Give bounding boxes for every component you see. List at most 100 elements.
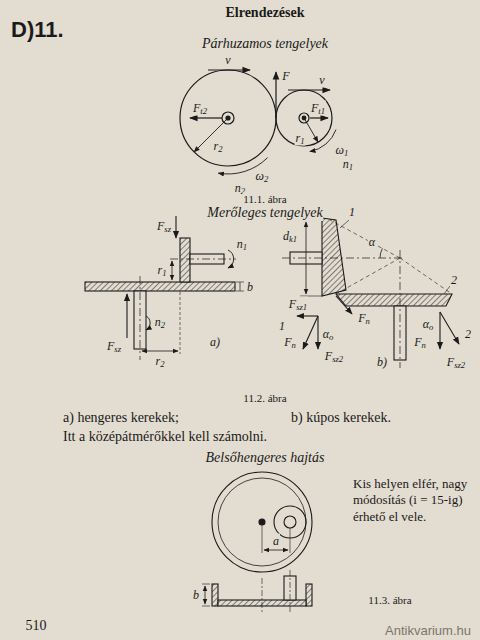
perpendicular-bevel-gears-stroke xyxy=(400,250,401,368)
parallel-gear-pair-stroke xyxy=(276,90,332,146)
symbol-label: r2 xyxy=(213,139,224,154)
symbol-label: n2 xyxy=(154,315,166,330)
figure-number: D)11. xyxy=(10,17,65,43)
internal-gear-drive-stroke xyxy=(262,570,290,612)
perpendicular-cylindrical-gears-stroke xyxy=(175,216,176,238)
figure-caption: 11.1. ábra xyxy=(242,193,287,205)
parallel-gear-pair-stroke xyxy=(304,118,318,142)
symbol-label: 1 xyxy=(278,319,286,334)
perpendicular-cylindrical-gears-stroke xyxy=(126,294,127,338)
parallel-gear-pair-stroke xyxy=(208,69,250,70)
symbol-label: Fn xyxy=(413,335,427,350)
symbol-label: Ft2 xyxy=(192,101,208,116)
symbol-label: Ft1 xyxy=(310,101,326,116)
perpendicular-bevel-gears-stroke xyxy=(306,222,307,294)
internal-gear-drive-stroke xyxy=(306,584,312,606)
figure-caption: 11.3. ábra xyxy=(367,594,412,606)
perpendicular-bevel-gears-stroke xyxy=(380,249,382,259)
body-text: a) hengeres kerekek; xyxy=(62,410,180,426)
symbol-label: Fsz xyxy=(106,339,122,354)
parallel-gear-pair-stroke xyxy=(275,72,276,118)
symbol-label: b) xyxy=(376,355,388,370)
perpendicular-bevel-gears-stroke xyxy=(322,218,346,296)
internal-gear-drive-stroke xyxy=(262,525,290,553)
section-heading: Belsőhengeres hajtás xyxy=(205,450,326,466)
symbol-label: Fn xyxy=(357,311,371,326)
parallel-gear-pair-stroke xyxy=(180,70,276,166)
symbol-label: Fn xyxy=(283,335,297,350)
section-heading: Párhuzamos tengelyek xyxy=(201,36,329,52)
symbol-label: ω1 xyxy=(335,143,350,158)
symbol-label: αo xyxy=(422,317,435,332)
internal-gear-drive-stroke xyxy=(264,550,288,551)
symbol-label: ω2 xyxy=(255,169,270,184)
internal-gear-drive-stroke xyxy=(259,519,265,525)
perpendicular-bevel-gears-stroke xyxy=(297,315,318,316)
perpendicular-cylindrical-gears-stroke xyxy=(146,316,150,330)
parallel-gear-pair xyxy=(180,70,336,174)
parallel-gear-pair-stroke xyxy=(288,89,330,90)
symbol-label: n1 xyxy=(342,157,354,172)
symbol-label: r1 xyxy=(157,263,168,278)
perpendicular-bevel-gears-stroke xyxy=(300,220,322,296)
internal-gear-drive-stroke xyxy=(205,586,206,604)
symbol-label: b xyxy=(192,588,200,603)
symbol-label: 2 xyxy=(450,273,458,288)
perpendicular-bevel-gears-stroke xyxy=(439,312,440,349)
symbol-label: dk1 xyxy=(282,229,298,244)
perpendicular-cylindrical-gears-stroke xyxy=(236,282,244,291)
symbol-label: v xyxy=(224,53,231,68)
perpendicular-cylindrical-gears-stroke xyxy=(172,261,173,280)
parallel-gear-pair-stroke xyxy=(190,117,222,118)
symbol-label: r2 xyxy=(155,354,166,369)
symbol-label: r1 xyxy=(295,131,306,146)
perpendicular-bevel-gears-stroke xyxy=(282,258,405,259)
body-text: b) kúpos kerekek. xyxy=(290,410,392,426)
symbol-label: Fsz2 xyxy=(324,349,344,364)
parallel-gear-pair-stroke xyxy=(310,117,328,118)
page-title: Elrendezések xyxy=(224,5,305,21)
internal-gear-drive-stroke xyxy=(202,584,210,606)
symbol-label: a xyxy=(272,534,280,549)
perpendicular-cylindrical-gears xyxy=(85,216,244,360)
perpendicular-cylindrical-gears-stroke xyxy=(85,282,235,291)
symbol-label: α xyxy=(368,235,376,250)
internal-gear-drive-stroke xyxy=(284,516,296,528)
internal-gear-drive-stroke xyxy=(212,584,218,606)
symbol-label: αo xyxy=(322,327,335,342)
body-text: 510 xyxy=(25,618,48,634)
internal-gear-drive-stroke xyxy=(218,478,306,566)
body-text: Itt a középátmérőkkel kell számolni. xyxy=(62,429,268,445)
perpendicular-cylindrical-gears-stroke xyxy=(140,276,141,360)
perpendicular-bevel-gears-stroke xyxy=(340,220,349,228)
perpendicular-cylindrical-gears-stroke xyxy=(180,238,190,282)
perpendicular-cylindrical-gears-stroke xyxy=(240,282,241,291)
perpendicular-bevel-gears xyxy=(282,218,459,368)
internal-gear-drive xyxy=(202,472,312,612)
perpendicular-bevel-gears-stroke xyxy=(336,296,352,314)
symbol-label: v xyxy=(318,73,325,88)
perpendicular-bevel-gears-stroke xyxy=(303,316,318,349)
internal-gear-drive-stroke xyxy=(212,472,312,572)
symbol-label: b xyxy=(246,280,254,295)
parallel-gear-pair-stroke xyxy=(310,130,336,152)
symbol-label: Fsz xyxy=(156,219,172,234)
section-heading: Merőleges tengelyek xyxy=(206,205,323,221)
perpendicular-cylindrical-gears-stroke xyxy=(228,250,234,268)
symbol-label: F xyxy=(281,69,290,84)
perpendicular-bevel-gears-stroke xyxy=(440,312,459,344)
symbol-label: 1 xyxy=(348,205,356,220)
symbol-label: n1 xyxy=(236,237,248,252)
perpendicular-cylindrical-gears-stroke xyxy=(142,351,178,352)
symbol-label: Fsz2 xyxy=(446,355,466,370)
perpendicular-bevel-gears-stroke xyxy=(317,316,318,349)
perpendicular-bevel-gears-stroke xyxy=(330,220,452,294)
symbol-label: Fsz1 xyxy=(288,297,308,312)
symbol-label: a) xyxy=(209,335,221,350)
perpendicular-cylindrical-gears-stroke xyxy=(180,292,181,354)
watermark: Antikvarium.hu xyxy=(384,623,472,638)
side-note: Kis helyen elfér, nagy módosítás (i = 15… xyxy=(352,476,472,525)
